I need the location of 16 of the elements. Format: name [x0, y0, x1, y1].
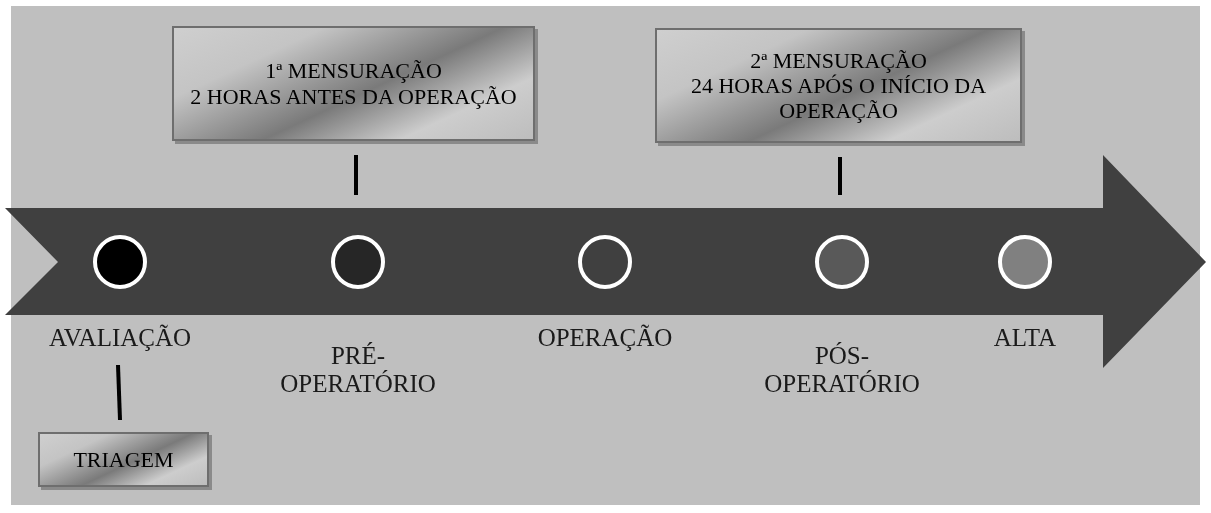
milestone-label: PRÉ-OPERATÓRIO: [279, 342, 437, 397]
box-text: 24 HORAS APÓS O INÍCIO DA OPERAÇÃO: [689, 72, 988, 124]
milestone-label: AVALIAÇÃO: [47, 324, 193, 352]
connector-line: [838, 157, 842, 195]
text-box: [38, 432, 209, 487]
box-heading: 1ª MENSURAÇÃO: [265, 58, 442, 84]
milestone-label: PÓS-OPERATÓRIO: [763, 342, 921, 397]
milestone-label: OPERAÇÃO: [536, 324, 674, 352]
text-box: [172, 26, 535, 141]
milestone-label: ALTA: [992, 324, 1058, 352]
text-box: [655, 28, 1022, 143]
box-text: 2 HORAS ANTES DA OPERAÇÃO: [190, 83, 517, 109]
box-heading: 2ª MENSURAÇÃO: [750, 47, 927, 73]
connector-line: [354, 155, 358, 195]
box-heading: TRIAGEM: [73, 446, 174, 473]
connector-line: [116, 364, 122, 421]
